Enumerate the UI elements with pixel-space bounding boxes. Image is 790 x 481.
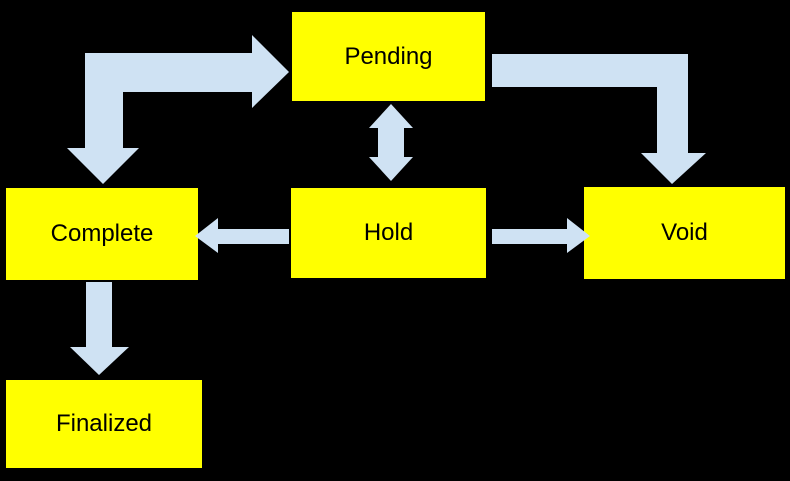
node-complete: Complete (4, 186, 200, 282)
node-finalized-label: Finalized (55, 410, 153, 437)
arrow-pending-to-void-elbow (492, 54, 706, 184)
node-complete-label: Complete (50, 220, 154, 247)
node-void-label: Void (661, 219, 708, 246)
arrow-pending-hold-bidirectional (369, 104, 413, 181)
node-hold: Hold (289, 186, 488, 280)
node-void: Void (582, 185, 787, 281)
arrow-hold-to-complete (195, 218, 289, 253)
node-pending-label: Pending (344, 42, 433, 70)
node-hold-label: Hold (363, 219, 414, 246)
node-finalized: Finalized (4, 378, 204, 470)
arrow-complete-to-finalized (70, 282, 129, 375)
node-pending: Pending (290, 10, 487, 103)
arrow-complete-pending-bidirectional-elbow (67, 35, 289, 184)
arrow-hold-to-void (492, 218, 590, 253)
